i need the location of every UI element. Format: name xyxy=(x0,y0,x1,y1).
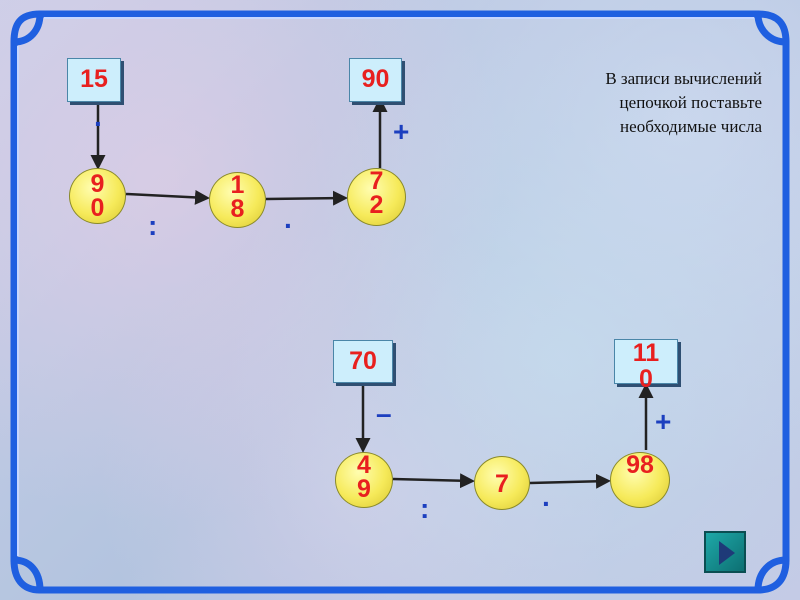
chain1-circle-2[interactable]: 18 xyxy=(209,172,266,228)
instruction-line-2: цепочкой поставьте xyxy=(619,93,762,112)
chain2-end-box: 110 xyxy=(614,339,678,392)
chain2-circle-3[interactable]: 98 xyxy=(610,452,670,508)
arrow-7-to-98 xyxy=(529,473,611,489)
arrow-18-to-72 xyxy=(265,190,348,206)
chain2-op-divide: : xyxy=(420,493,430,524)
chain2-op-minus-down: – xyxy=(376,398,392,429)
play-arrow-icon xyxy=(719,541,735,565)
arrow-90-to-18 xyxy=(125,189,210,205)
next-slide-button[interactable] xyxy=(704,531,746,573)
chain2-start-box: 70 xyxy=(333,340,393,383)
chain1-end-box: 90 xyxy=(349,58,402,102)
chain1-op-multiply-down: · xyxy=(94,108,104,139)
chain1-circle-3[interactable]: 72 xyxy=(347,168,406,226)
instruction-line-1: В записи вычислений xyxy=(605,69,762,88)
chain2-circle-1[interactable]: 49 xyxy=(335,452,393,508)
chain2-op-multiply: · xyxy=(542,488,552,519)
chain2-op-plus-up: + xyxy=(655,406,672,437)
chain1-start-box: 15 xyxy=(67,58,121,102)
arrow-49-to-7 xyxy=(392,473,475,489)
instruction-line-3: необходимые числа xyxy=(620,117,762,136)
instruction-text: В записи вычислений цепочкой поставьте н… xyxy=(500,67,762,139)
chain1-op-divide: : xyxy=(148,210,158,241)
chain1-circle-1[interactable]: 90 xyxy=(69,168,126,224)
chain1-op-plus-up: + xyxy=(393,116,410,147)
chain1-op-multiply: · xyxy=(284,210,294,241)
chain2-circle-2[interactable]: 7 xyxy=(474,456,530,510)
